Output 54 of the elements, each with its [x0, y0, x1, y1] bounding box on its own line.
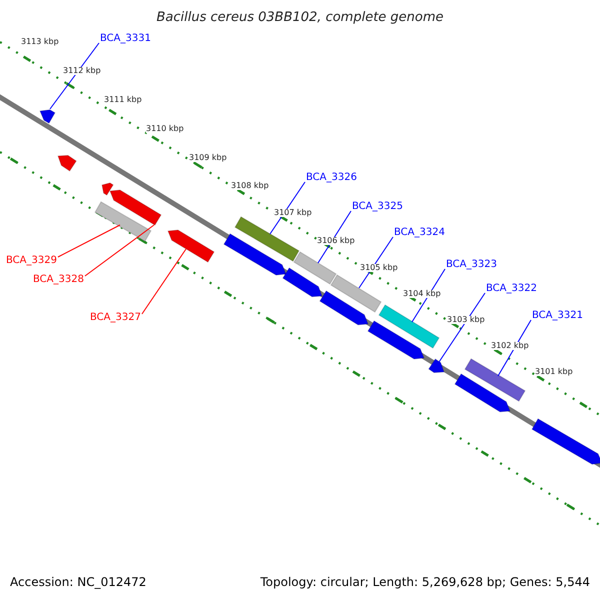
leader-line	[141, 248, 186, 314]
tick-label: 3109 kbp	[189, 154, 227, 162]
gene-feature	[367, 320, 425, 360]
gene-block	[234, 216, 300, 262]
gene-feature	[454, 373, 511, 412]
tick-label: 3111 kbp	[104, 96, 142, 104]
gene-label: BCA_3321	[532, 311, 583, 321]
tick-label: 3106 kbp	[317, 237, 355, 245]
gene-label: BCA_3324	[394, 228, 445, 238]
leader-line	[57, 224, 120, 258]
leader-line	[412, 268, 446, 322]
footer-text: Topology: circular; Length: 5,269,628 bp; Genes: 5,544	[260, 576, 590, 588]
gene-feature	[167, 229, 215, 263]
gene-feature	[101, 182, 114, 196]
tick-label: 3108 kbp	[231, 182, 269, 190]
tick-label: 3113 kbp	[21, 38, 59, 46]
gene-label: BCA_3323	[446, 260, 497, 270]
leader-line	[438, 292, 486, 362]
tick-label: 3112 kbp	[63, 67, 101, 75]
gene-feature	[57, 154, 77, 172]
gene-block	[94, 201, 152, 242]
gene-feature	[223, 233, 287, 276]
gene-block	[378, 304, 440, 349]
gene-label: BCA_3325	[352, 202, 403, 212]
tick-label: 3107 kbp	[274, 209, 312, 217]
footer-text: Accession: NC_012472	[10, 576, 146, 588]
gene-label: BCA_3331	[100, 34, 151, 44]
gene-feature	[39, 109, 56, 124]
leader-line	[358, 236, 394, 288]
leader-line	[270, 182, 306, 234]
tick-label: 3103 kbp	[447, 316, 485, 324]
gene-feature	[531, 418, 600, 465]
gene-label: BCA_3326	[306, 173, 357, 183]
tick-label: 3105 kbp	[360, 264, 398, 272]
gene-label: BCA_3327	[90, 313, 141, 323]
gene-feature	[282, 267, 323, 298]
tick-label: 3110 kbp	[146, 125, 184, 133]
tick-label: 3101 kbp	[535, 368, 573, 376]
tick-label: 3104 kbp	[403, 290, 441, 298]
gene-feature	[319, 290, 369, 326]
gene-block	[464, 358, 526, 402]
leader-line	[318, 210, 352, 264]
gene-feature	[428, 358, 445, 374]
gene-block	[330, 274, 382, 313]
gene-label: BCA_3329	[6, 256, 57, 266]
gene-label: BCA_3322	[486, 284, 537, 294]
leader-line	[498, 320, 532, 376]
gene-feature	[109, 189, 162, 226]
gene-label: BCA_3328	[33, 275, 84, 285]
leader-line	[50, 42, 100, 110]
gene-block	[293, 251, 337, 285]
diagram-title: Bacillus cereus 03BB102, complete genome	[155, 11, 445, 24]
leader-line	[84, 224, 154, 276]
tick-label: 3102 kbp	[491, 342, 529, 350]
